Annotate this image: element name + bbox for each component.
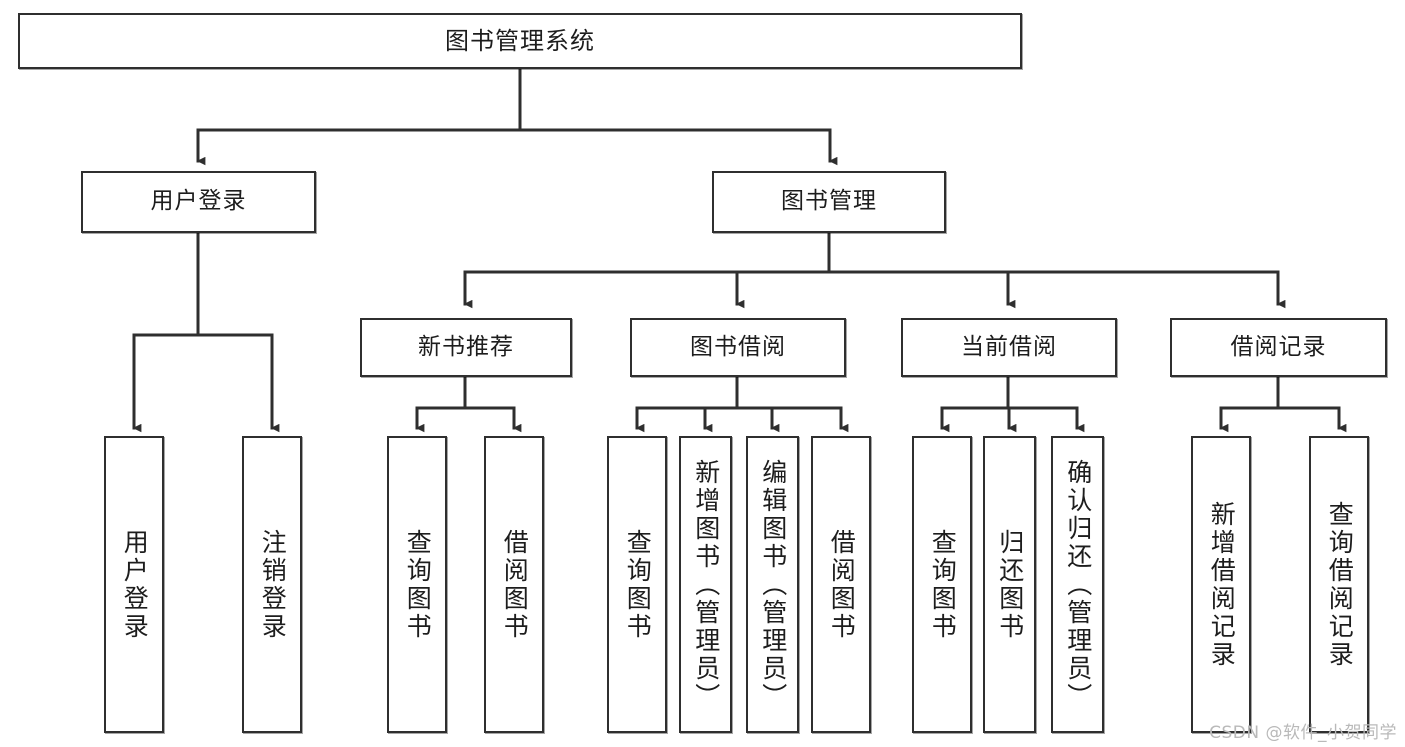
node-label: 新书推荐: [418, 333, 514, 360]
node-label: 查询图书: [403, 528, 433, 641]
leaf-borrow-book-recommend[interactable]: 借阅图书: [484, 436, 544, 733]
leaf-query-borrow-record[interactable]: 查询借阅记录: [1309, 436, 1369, 733]
leaf-logout[interactable]: 注销登录: [242, 436, 302, 733]
leaf-query-book-current[interactable]: 查询图书: [912, 436, 972, 733]
node-new-book-recommend[interactable]: 新书推荐: [360, 318, 572, 377]
node-current-borrow[interactable]: 当前借阅: [901, 318, 1117, 377]
node-label: 查询借阅记录: [1325, 500, 1355, 669]
leaf-add-borrow-record[interactable]: 新增借阅记录: [1191, 436, 1251, 733]
node-label: 注销登录: [258, 528, 288, 641]
node-book-management[interactable]: 图书管理: [712, 171, 946, 233]
node-label: 借阅图书: [827, 528, 857, 641]
node-label: 图书管理系统: [445, 26, 595, 55]
leaf-user-login[interactable]: 用户登录: [104, 436, 164, 733]
leaf-query-book-borrow[interactable]: 查询图书: [607, 436, 667, 733]
leaf-borrow-book[interactable]: 借阅图书: [811, 436, 871, 733]
node-label: 借阅记录: [1230, 333, 1327, 360]
node-label: 借阅图书: [500, 528, 530, 641]
node-label: 图书借阅: [690, 333, 786, 360]
node-label: 归还图书: [995, 528, 1025, 641]
node-root-system[interactable]: 图书管理系统: [18, 13, 1022, 69]
leaf-edit-book-admin[interactable]: 编辑图书（管理员）: [746, 436, 799, 733]
leaf-query-book-recommend[interactable]: 查询图书: [387, 436, 447, 733]
node-label: 确认归还（管理员）: [1063, 458, 1093, 711]
leaf-return-book[interactable]: 归还图书: [983, 436, 1036, 733]
node-label: 编辑图书（管理员）: [758, 458, 788, 711]
node-label: 新增图书（管理员）: [691, 458, 721, 711]
node-label: 用户登录: [150, 188, 247, 215]
node-label: 新增借阅记录: [1207, 500, 1237, 669]
leaf-add-book-admin[interactable]: 新增图书（管理员）: [679, 436, 732, 733]
node-label: 用户登录: [120, 528, 150, 641]
node-user-login[interactable]: 用户登录: [81, 171, 316, 233]
node-label: 当前借阅: [961, 333, 1057, 360]
watermark-text: CSDN @软件_小贺同学: [1209, 723, 1397, 743]
node-borrow-records[interactable]: 借阅记录: [1170, 318, 1387, 377]
node-label: 查询图书: [623, 528, 653, 641]
node-book-borrow[interactable]: 图书借阅: [630, 318, 846, 377]
node-label: 查询图书: [928, 528, 958, 641]
leaf-confirm-return-admin[interactable]: 确认归还（管理员）: [1051, 436, 1104, 733]
node-label: 图书管理: [781, 188, 877, 215]
